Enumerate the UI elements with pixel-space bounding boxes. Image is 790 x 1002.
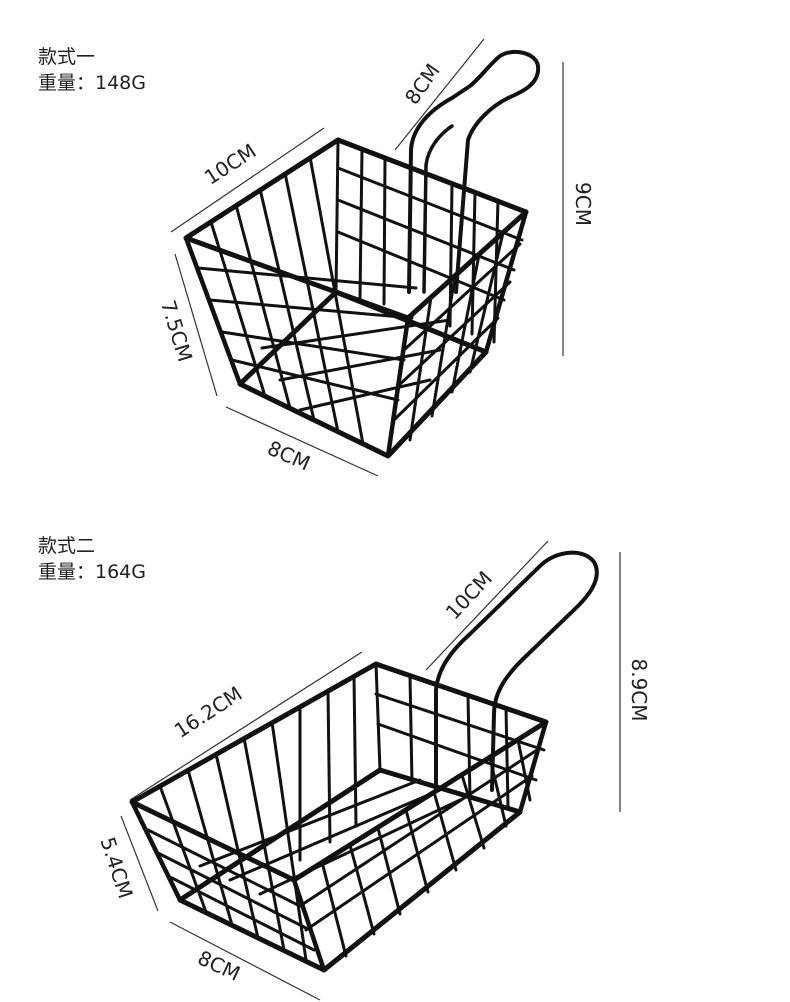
basket2-dimension-lines <box>120 540 621 1001</box>
basket1-wire-basket <box>183 49 541 459</box>
basket1-handle-label: 8CM <box>400 59 445 109</box>
basket2-height-label: 8.9CM <box>627 658 651 721</box>
basket1-dimension-labels: 10CM 8CM 9CM 7.5CM 8CM <box>156 59 595 475</box>
basket1-bottom-label: 8CM <box>264 436 314 476</box>
style2-spec: 款式二 重量：164G <box>38 533 146 585</box>
basket1-dimension-lines <box>170 38 564 477</box>
style2-weight: 重量：164G <box>38 561 146 583</box>
style2-name: 款式二 <box>38 535 96 557</box>
basket1-height-label: 9CM <box>571 182 595 226</box>
basket2-bottom-label: 8CM <box>194 945 244 985</box>
basket1-top-width-label: 10CM <box>200 139 261 190</box>
basket2-wire-basket <box>129 550 599 973</box>
style1-spec: 款式一 重量：148G <box>38 44 146 96</box>
style1-name: 款式一 <box>38 46 96 68</box>
style1-weight: 重量：148G <box>38 72 146 94</box>
